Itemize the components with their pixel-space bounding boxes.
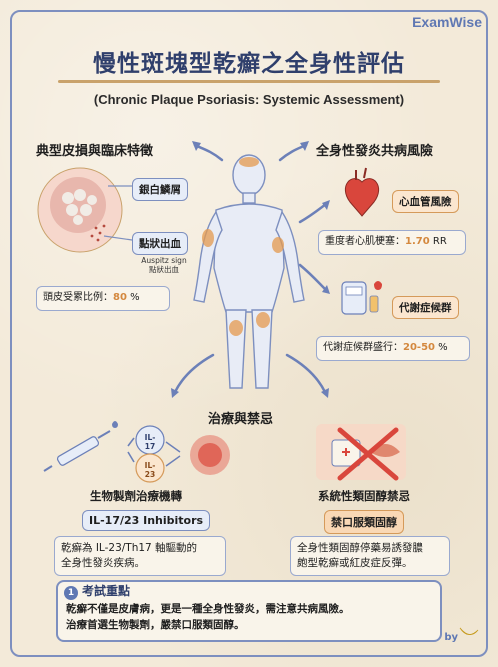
glucose-meter-icon	[341, 281, 382, 315]
elbow-plaque-left	[202, 229, 214, 247]
cv-label: 重度者心肌梗塞：	[325, 236, 405, 247]
il23-label: IL-23	[144, 461, 156, 479]
scalp-unit: %	[126, 292, 140, 303]
steroid-description: 全身性類固醇停藥易誘發膿 皰型乾癬或紅皮症反彈。	[290, 536, 450, 577]
arrow-bottom-right	[285, 353, 327, 394]
auspitz-en: Auspitz sign	[141, 256, 187, 265]
exam-line2: 治療首選生物製劑，嚴禁口服類固醇。	[66, 618, 245, 631]
exam-number-badge: 1	[64, 586, 78, 600]
tag-pinpoint-bleeding: 點狀出血	[132, 232, 188, 255]
arrow-right-metabolic	[298, 263, 328, 292]
auspitz-note: Auspitz sign 點狀出血	[134, 256, 194, 274]
biologics-description: 乾癬為 IL-23/Th17 軸驅動的 全身性發炎疾病。	[54, 536, 226, 577]
section-heading-treatment: 治療與禁忌	[208, 412, 274, 427]
auspitz-zh: 點狀出血	[149, 265, 179, 274]
biologics-desc-line1: 乾癬為 IL-23/Th17 軸驅動的	[61, 542, 198, 554]
metabolic-label: 代謝症候群盛行：	[323, 342, 403, 353]
syringe-icon	[43, 421, 118, 472]
tag-il-inhibitors: IL-17/23 Inhibitors	[82, 510, 211, 531]
exam-title: 1 考試重點	[64, 582, 130, 600]
section-heading-steroid: 系統性類固醇禁忌	[318, 489, 410, 503]
arrow-top-left	[193, 143, 224, 162]
metabolic-value: 20-50	[403, 342, 435, 353]
skin-lesion-illustration	[37, 167, 133, 253]
section-heading-skin: 典型皮損與臨床特徵	[36, 144, 154, 159]
tag-cardiovascular-risk: 心血管風險	[392, 190, 459, 213]
elbow-plaque-right	[272, 237, 284, 253]
exam-key-points-box	[56, 580, 442, 642]
il-pathway-diagram	[127, 425, 230, 483]
cv-unit: RR	[429, 236, 447, 247]
metabolic-unit: %	[434, 342, 448, 353]
exam-title-text: 考試重點	[82, 584, 131, 598]
heart-icon	[344, 167, 380, 217]
human-figure	[193, 154, 305, 389]
biologics-desc-line2: 全身性發炎疾病。	[61, 557, 145, 570]
exam-line1: 乾癬不僅是皮膚病，更是一種全身性發炎，需注意共病風險。	[66, 603, 350, 615]
arrow-top-right	[278, 143, 308, 162]
knee-plaque-left	[229, 320, 243, 336]
scalp-plaque	[239, 157, 259, 167]
steroid-desc-line1: 全身性類固醇停藥易誘發膿	[297, 542, 423, 554]
byline: by	[444, 632, 458, 643]
section-heading-comorbidity: 全身性發炎共病風險	[316, 144, 434, 159]
scalp-value: 80	[113, 292, 127, 303]
tag-no-oral-steroid: 禁口服類固醇	[324, 510, 404, 534]
cv-risk-box: 重度者心肌梗塞：1.70 RR	[318, 230, 466, 255]
tag-metabolic-syndrome: 代謝症候群	[392, 296, 459, 319]
page-title: 慢性斑塊型乾癬之全身性評估	[93, 51, 405, 77]
knee-plaque-right	[256, 312, 270, 328]
il17-label: IL-17	[144, 433, 156, 451]
title-underline	[58, 80, 440, 83]
brand-logo: ExamWise	[412, 14, 482, 30]
scalp-label: 頭皮受累比例：	[43, 292, 113, 303]
scalp-involvement-box: 頭皮受累比例：80 %	[36, 286, 170, 311]
tag-silver-scale: 銀白鱗屑	[132, 178, 188, 201]
no-steroid-icon	[316, 424, 406, 481]
section-heading-biologics: 生物製劑治療機轉	[90, 489, 182, 503]
arrow-right-cv	[298, 202, 328, 224]
exam-text: 乾癬不僅是皮膚病，更是一種全身性發炎，需注意共病風險。 治療首選生物製劑，嚴禁口…	[66, 602, 436, 634]
metabolic-box: 代謝症候群盛行：20-50 %	[316, 336, 470, 361]
banana-icon	[459, 627, 479, 635]
arrow-bottom-left	[173, 353, 215, 394]
page-subtitle: (Chronic Plaque Psoriasis: Systemic Asse…	[93, 92, 405, 107]
page-frame	[10, 10, 488, 657]
cv-value: 1.70	[405, 236, 430, 247]
steroid-desc-line2: 皰型乾癬或紅皮症反彈。	[297, 557, 413, 570]
